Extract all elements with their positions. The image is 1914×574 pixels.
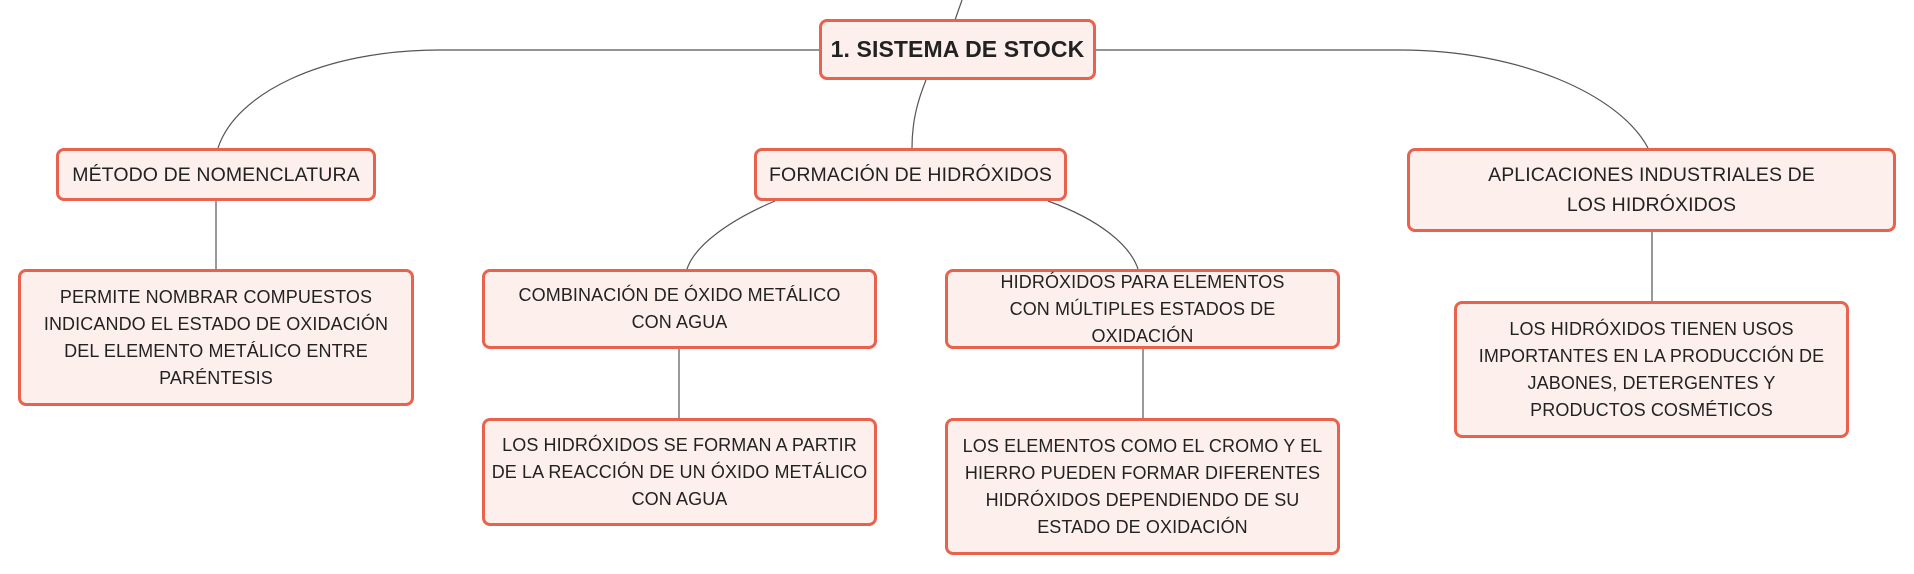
node-elementos-cromo-hierro[interactable]: LOS ELEMENTOS COMO EL CROMO Y EL HIERRO … [945,418,1340,555]
root-node[interactable]: 1. SISTEMA DE STOCK [819,19,1096,80]
node-se-forman[interactable]: LOS HIDRÓXIDOS SE FORMAN A PARTIR DE LA … [482,418,877,526]
node-formacion-hidroxidos[interactable]: FORMACIÓN DE HIDRÓXIDOS [754,148,1067,201]
connector-root-parent [954,0,963,21]
node-combinacion-oxido[interactable]: COMBINACIÓN DE ÓXIDO METÁLICO CON AGUA [482,269,877,349]
node-hidroxidos-multiples[interactable]: HIDRÓXIDOS PARA ELEMENTOS CON MÚLTIPLES … [945,269,1340,349]
connector-formacion-to-combinacion [686,200,776,270]
connector-root-to-aplicaciones [1094,49,1649,149]
node-metodo-nomenclatura[interactable]: MÉTODO DE NOMENCLATURA [56,148,376,201]
node-usos-industriales[interactable]: LOS HIDRÓXIDOS TIENEN USOS IMPORTANTES E… [1454,301,1849,438]
node-permite-nombrar[interactable]: PERMITE NOMBRAR COMPUESTOS INDICANDO EL … [18,269,414,406]
connector-formacion-to-multiples [1047,200,1139,270]
connector-root-to-formacion [911,79,927,149]
connector-root-to-metodo [217,49,823,149]
node-aplicaciones-industriales[interactable]: APLICACIONES INDUSTRIALES DE LOS HIDRÓXI… [1407,148,1896,232]
